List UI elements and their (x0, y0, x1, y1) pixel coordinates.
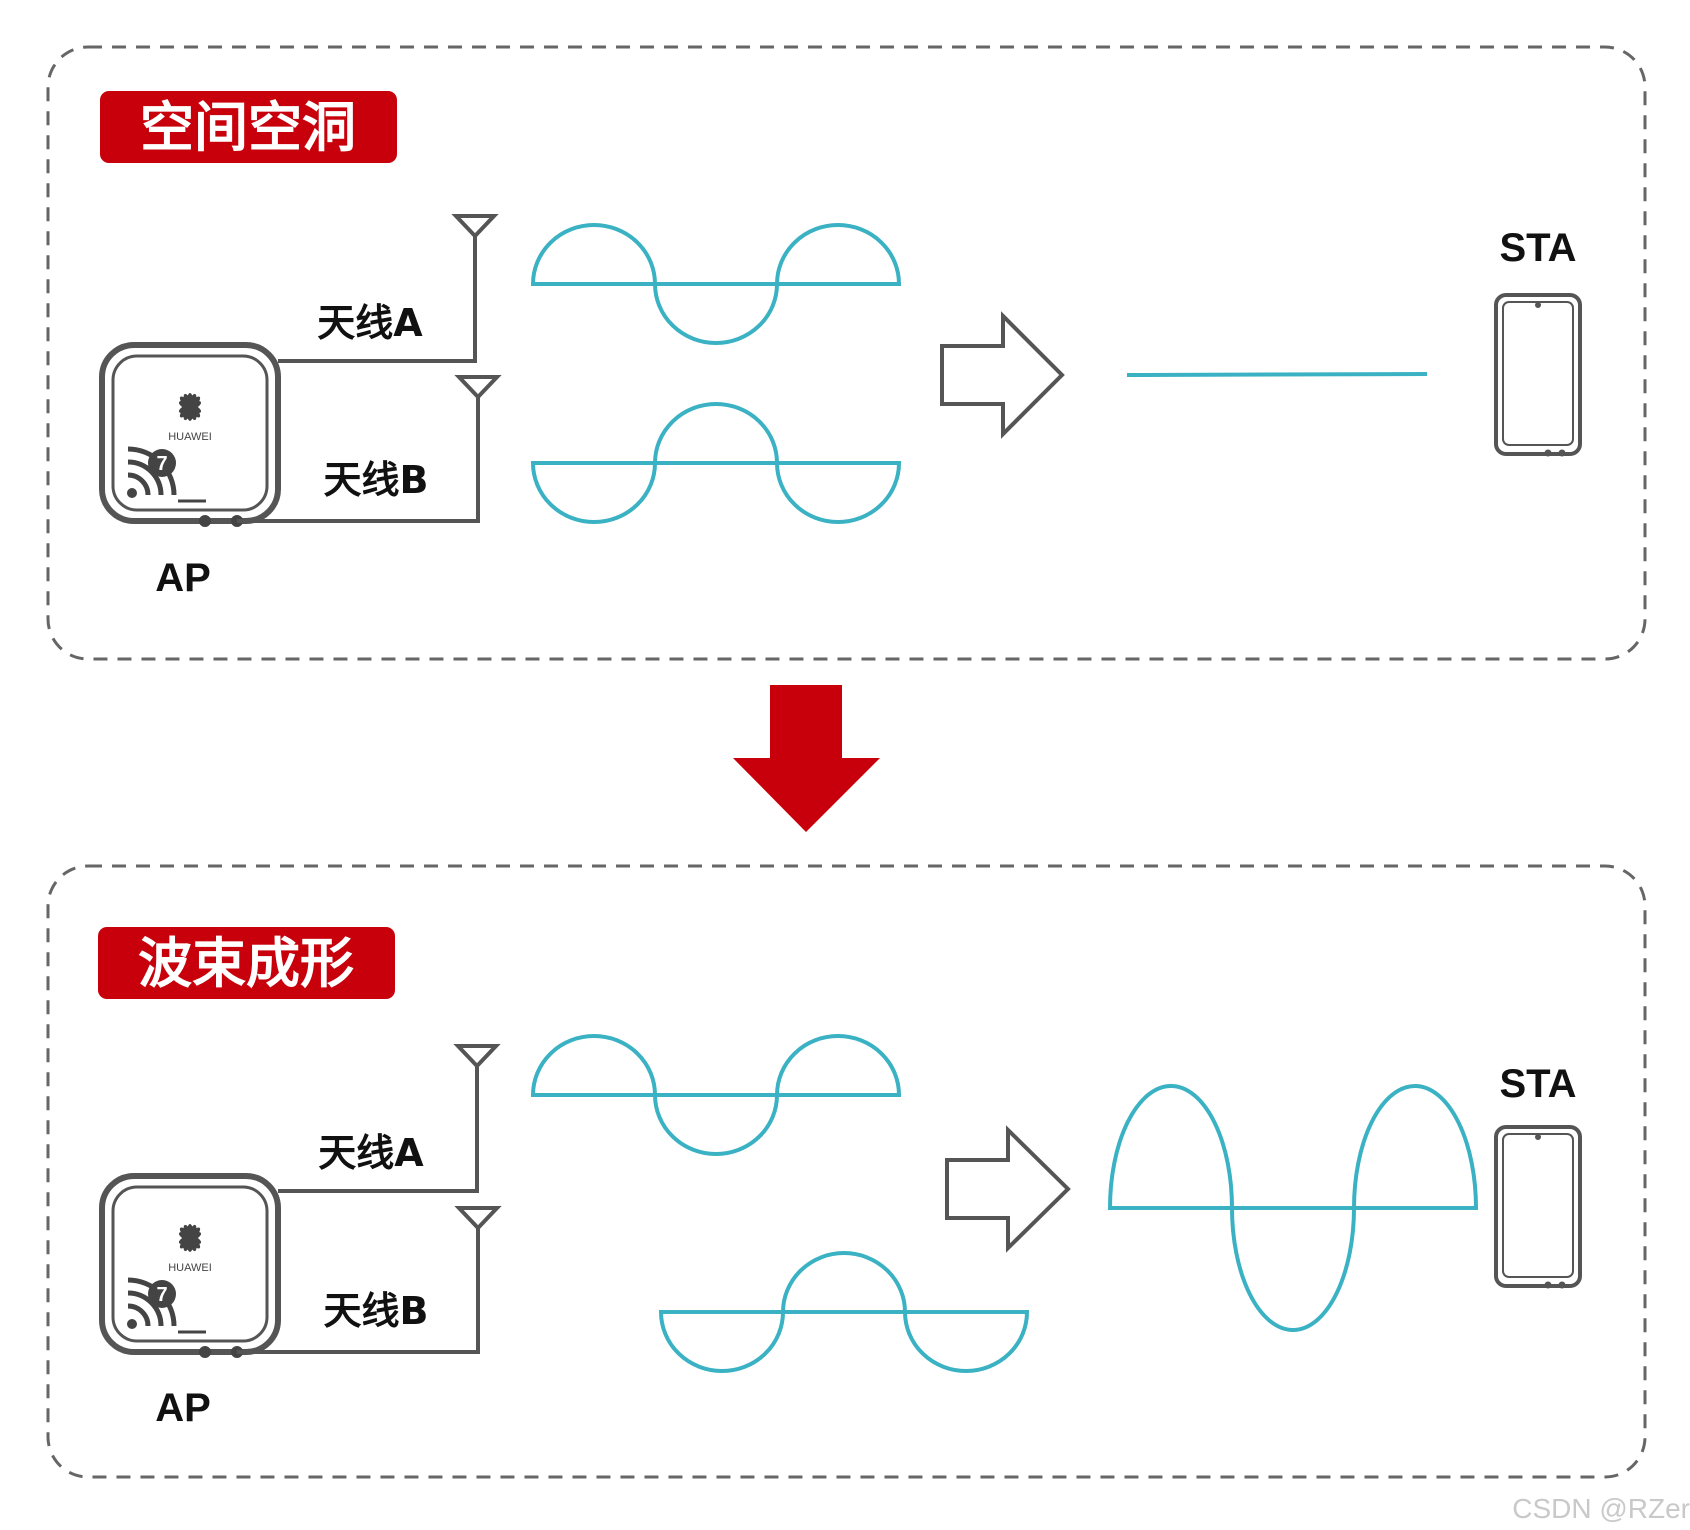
watermark: CSDN @RZer (1512, 1493, 1690, 1524)
panel-dashed-border (46, 45, 1647, 661)
antenna-a (278, 1044, 501, 1193)
wifi7-badge-number: 7 (156, 1284, 167, 1306)
resultant-signal-amplified (1107, 1084, 1479, 1332)
antenna-a (278, 214, 499, 363)
wifi7-badge (148, 1280, 176, 1308)
hollow-arrow-icon (940, 311, 1065, 439)
huawei-logo-icon (178, 1224, 202, 1252)
port-dot (199, 1346, 211, 1358)
antenna-b-label: 天线B (324, 458, 429, 502)
sta-label: STA (1499, 1062, 1576, 1106)
ap-device: HUAWEI 7 (99, 342, 281, 527)
panel-title-badge (98, 927, 395, 999)
port-dot (199, 515, 211, 527)
huawei-logo-icon (178, 393, 202, 421)
sta-label: STA (1499, 226, 1576, 270)
down-arrow-icon (733, 685, 880, 832)
wave-antenna-b (658, 1251, 1030, 1373)
panel-title: 空间空洞 (140, 96, 356, 159)
panel-beamforming: 波束成形 HUAWEI 7 (46, 864, 1647, 1479)
brand-label: HUAWEI (168, 431, 212, 443)
panel-spatial-nulling: 空间空洞 HUAWEI 7 (46, 45, 1647, 661)
wave-antenna-b (530, 402, 902, 524)
brand-label: HUAWEI (168, 1262, 212, 1274)
ap-label: AP (155, 1386, 211, 1430)
panel-title-badge (100, 91, 397, 163)
wifi7-badge (148, 449, 176, 477)
ap-device: HUAWEI 7 (99, 1173, 281, 1358)
ap-label: AP (155, 556, 211, 600)
antenna-b-label: 天线B (324, 1289, 429, 1333)
phone-icon (1494, 293, 1582, 457)
antenna-b (237, 1206, 502, 1354)
wave-antenna-a (530, 223, 902, 345)
resultant-signal-flat (1126, 372, 1428, 377)
antenna-a-label: 天线A (317, 301, 423, 345)
wifi7-badge-number: 7 (156, 453, 167, 475)
antenna-b (237, 375, 502, 523)
wave-antenna-a (530, 1034, 902, 1156)
hollow-arrow-icon (945, 1125, 1071, 1253)
antenna-a-label: 天线A (318, 1131, 424, 1175)
phone-icon (1494, 1125, 1582, 1289)
panel-title: 波束成形 (138, 932, 354, 995)
panel-dashed-border (46, 864, 1647, 1479)
